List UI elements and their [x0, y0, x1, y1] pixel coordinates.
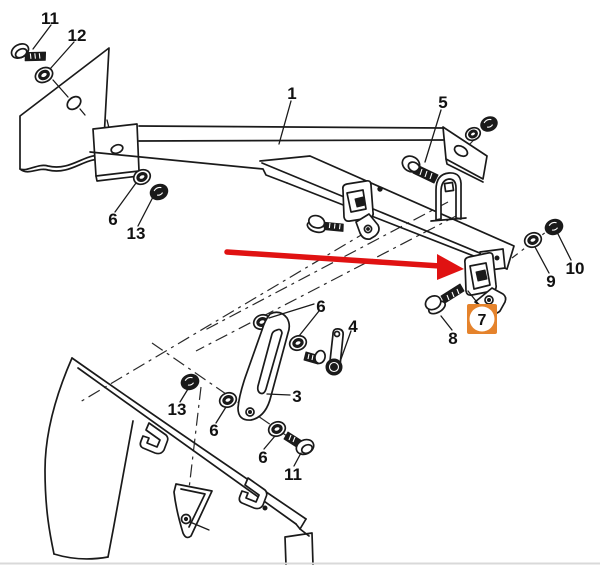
hex-bolt-11-bottom — [283, 431, 315, 456]
leader-lines — [32, 24, 572, 467]
part-labels: 11 12 1 5 6 13 8 9 10 6 4 3 6 6 11 13 — [41, 9, 584, 484]
hook-clip-right — [238, 477, 268, 510]
lever-handle — [329, 328, 345, 367]
linkage-arm-slot — [256, 328, 283, 395]
hook-rivet — [262, 505, 268, 511]
latch-loop — [430, 172, 467, 222]
label-6-b3: 6 — [209, 421, 218, 440]
tab-rivet — [494, 255, 500, 261]
hex-bolt-11-top — [10, 43, 47, 62]
highlight-arrow-head — [437, 254, 464, 280]
latch-loop-body — [435, 172, 462, 221]
carriage-bolt-5 — [401, 155, 439, 184]
bracket7-face-inner — [469, 262, 491, 290]
linkage-assembly — [180, 311, 345, 456]
highlight-arrow — [224, 249, 464, 280]
beam-left-plate-edge — [95, 175, 140, 182]
linkage-arm-hole-center — [248, 410, 252, 414]
bracket7-square-hole — [475, 269, 488, 282]
wear-plate-thickness — [19, 158, 104, 173]
moldboard-plate — [44, 357, 314, 565]
beam-angled-mid — [261, 162, 500, 262]
beam-left-slot — [110, 143, 124, 155]
washer-12 — [34, 66, 54, 84]
lever-handle-hole — [333, 330, 341, 338]
anchor-hole-center — [183, 516, 189, 522]
label-9: 9 — [546, 272, 555, 291]
latch-bracket-middle — [306, 179, 380, 240]
label-10: 10 — [566, 259, 585, 278]
bracket-square-hole — [354, 196, 366, 208]
highlight-box-circle — [469, 306, 495, 332]
latch-loop-hole — [443, 181, 455, 193]
latch-loop-base — [430, 217, 467, 222]
blade-bottom-edge — [53, 553, 109, 560]
label-1: 1 — [287, 84, 296, 103]
beam-bottom-line — [89, 151, 288, 184]
latch-bracket-7 — [463, 251, 507, 315]
lever-cam — [325, 358, 343, 376]
label-3: 3 — [292, 387, 301, 406]
beam-angled-top — [259, 155, 515, 270]
label-6-mid: 6 — [316, 297, 325, 316]
label-11-bottom: 11 — [284, 465, 302, 484]
wear-plate-hole — [66, 95, 82, 111]
blade-bar-end — [295, 518, 307, 530]
blade-corner-flap — [284, 528, 314, 565]
beam-angled-bottom — [286, 182, 508, 270]
label-8: 8 — [448, 329, 457, 348]
thumb-knob-middle — [306, 214, 344, 234]
hook-clip-left — [139, 422, 169, 455]
washer-6-b2 — [288, 334, 308, 352]
beam-left-plate — [92, 123, 140, 177]
beam-rivet — [377, 186, 383, 192]
bolt-axis-line — [52, 79, 69, 98]
anchor-hole-line — [189, 521, 210, 531]
label-4: 4 — [348, 317, 358, 336]
beam-right-plate-edge — [445, 158, 484, 183]
nut-upper-right — [480, 116, 498, 132]
label-5: 5 — [438, 93, 447, 112]
label-11-top: 11 — [41, 9, 59, 28]
nut-13-left — [149, 183, 169, 201]
anchor-bracket-fold — [180, 488, 206, 528]
frame-beam — [89, 123, 515, 272]
label-7: 7 — [478, 312, 487, 329]
lever-cam-ring — [328, 361, 340, 373]
wear-plate-group — [10, 43, 114, 173]
label-6-b4: 6 — [258, 448, 267, 467]
beam-right-slot — [453, 144, 469, 158]
label-6-left: 6 — [108, 210, 117, 229]
bolt-axis-line — [79, 108, 86, 116]
label-12: 12 — [68, 26, 87, 45]
washer-upper-right — [464, 126, 482, 142]
blade-left-edge — [44, 357, 73, 555]
nut-13-bottom — [180, 373, 200, 391]
beam-top-line — [138, 125, 444, 129]
washer-9 — [523, 231, 543, 249]
bracket7-tab-hole-center — [487, 298, 491, 302]
cam-lever-4 — [303, 328, 345, 376]
bracket-tab-hole-center — [366, 227, 370, 231]
highlight-box-7: 7 — [467, 304, 497, 334]
thumb-knob-8 — [424, 283, 465, 315]
label-13-left: 13 — [127, 224, 146, 243]
beam-mid-line — [138, 139, 444, 142]
blade-face-edge — [107, 420, 134, 558]
washer-6-left — [132, 168, 152, 186]
beam-right-plate — [442, 126, 488, 180]
axis-line — [195, 214, 459, 352]
washer-6-b4 — [267, 420, 287, 438]
blade-top-bar-upper — [71, 357, 307, 520]
nut-10 — [544, 218, 564, 236]
washer-6-b3 — [218, 391, 238, 409]
label-13-bottom: 13 — [168, 400, 187, 419]
bracket-face-inner — [346, 189, 367, 213]
highlight-arrow-shaft — [224, 249, 443, 269]
